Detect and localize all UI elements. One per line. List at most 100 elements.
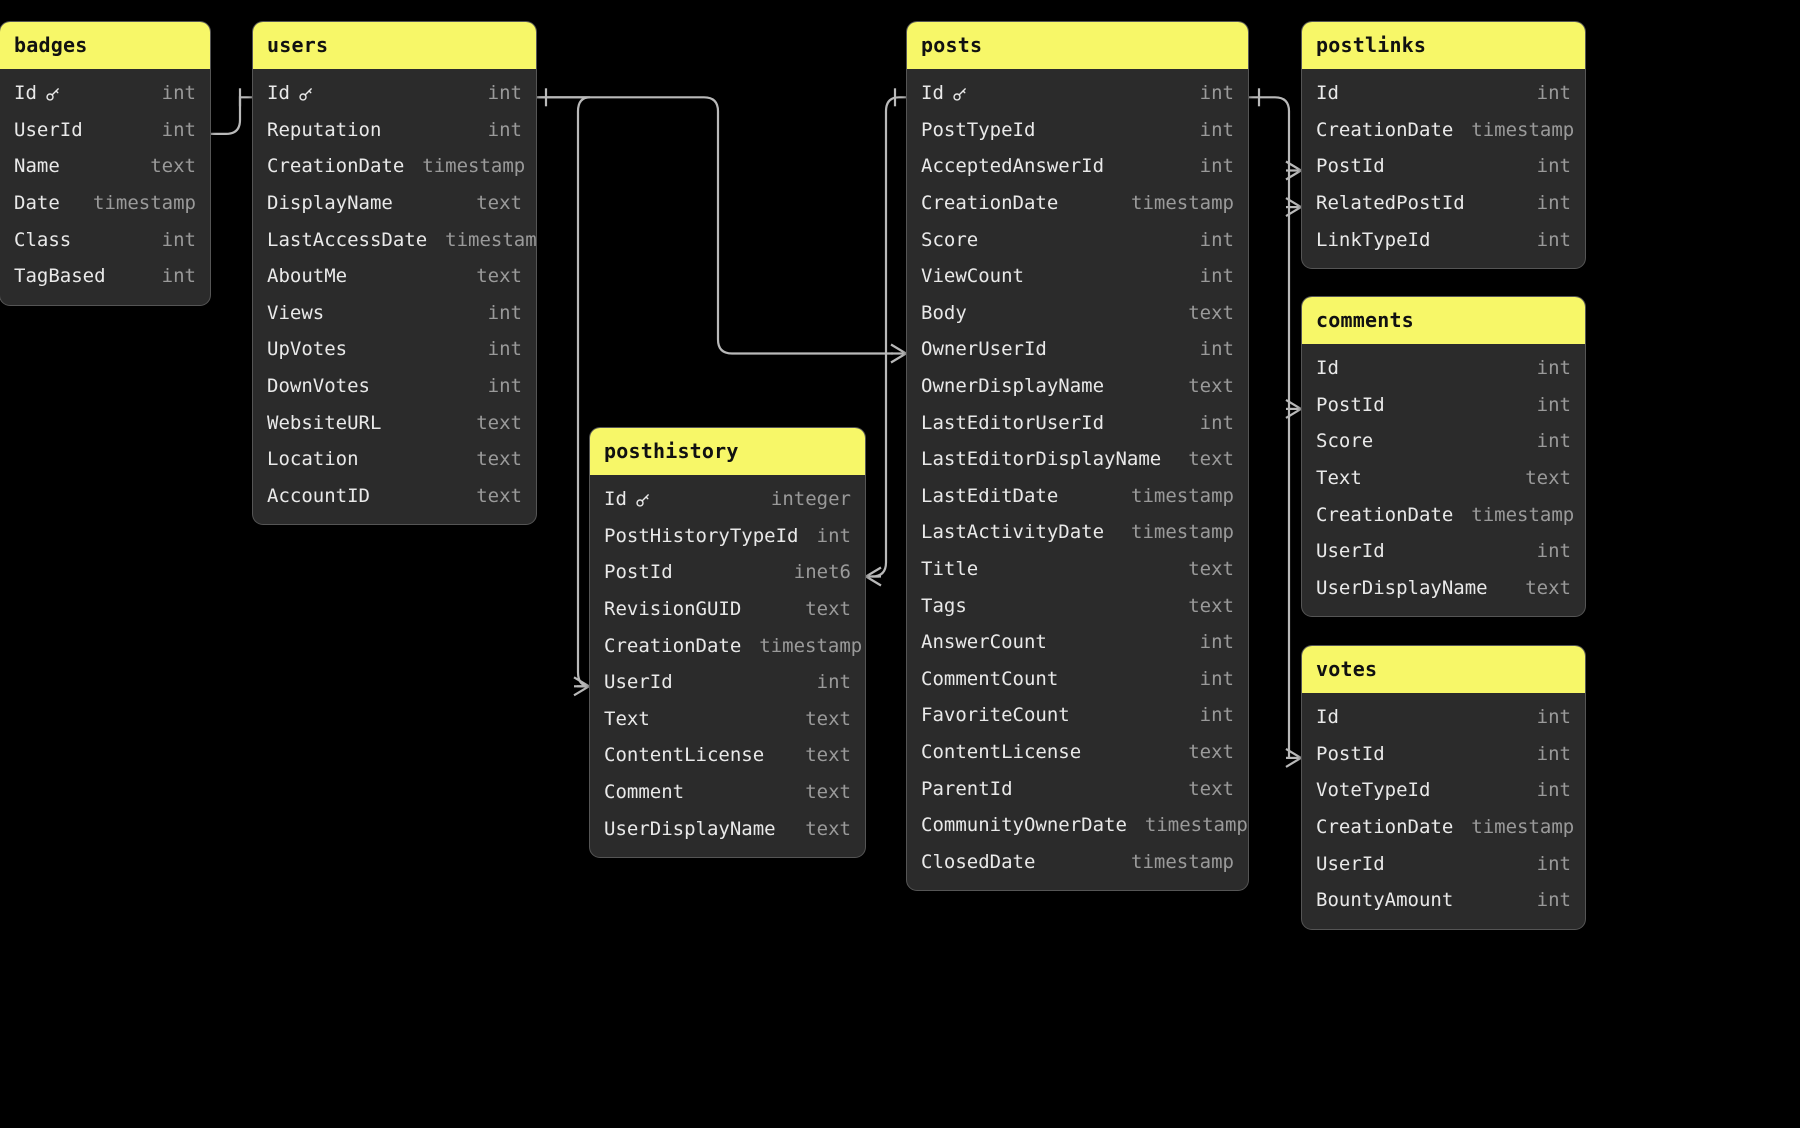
column-row[interactable]: CreationDate timestamp [907,185,1248,222]
column-type: int [487,375,522,398]
crowsfoot [865,566,882,578]
column-type: text [805,598,851,621]
column-name: CreationDate [921,192,1058,214]
table-title-users: users [253,22,536,69]
column-name-label: ContentLicense [921,740,1082,763]
column-name: Id [14,82,61,104]
column-row[interactable]: AccountID text [253,478,536,515]
column-type: int [1199,704,1234,727]
column-name: ContentLicense [921,741,1081,763]
column-name: AboutMe [267,265,347,287]
column-name-label: CreationDate [1316,503,1454,526]
column-row[interactable]: LastAccessDatetimestamp [253,221,536,258]
column-type: int [1536,228,1571,251]
column-name: PostId [1316,394,1385,416]
column-type: timestamp [1131,192,1234,215]
column-name: Location [267,448,359,470]
column-name: AnswerCount [921,631,1047,653]
column-type: text [805,781,851,804]
column-name: AccountID [267,485,370,507]
column-type: int [1536,852,1571,875]
column-type: text [476,484,522,507]
column-name-label: Text [604,707,650,730]
primary-key-icon [634,492,651,509]
column-name-label: ViewCount [921,265,1024,288]
column-name: CommentCount [921,668,1058,690]
